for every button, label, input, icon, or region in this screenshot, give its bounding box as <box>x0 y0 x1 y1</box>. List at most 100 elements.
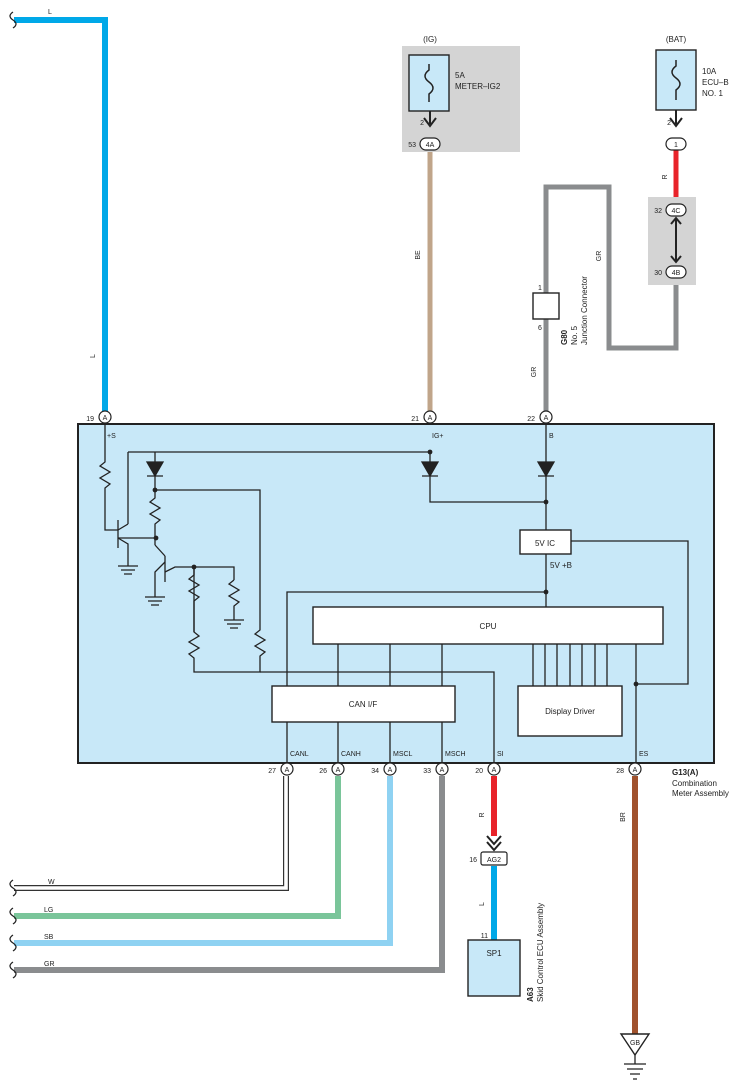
skid-ecu-box <box>467 939 521 997</box>
ground-lines-icon <box>624 1055 646 1080</box>
ag2-arrow-icon <box>486 835 502 852</box>
connector-ag2-label: AG2 <box>487 857 501 864</box>
ic-block-label: 5V IC <box>535 539 555 548</box>
g80-name2: Junction Connector <box>580 276 589 345</box>
bat-fuse-name1: ECU–B <box>702 78 729 87</box>
meter-internal-circuit <box>98 423 689 763</box>
wire-label-sb: SB <box>44 934 54 941</box>
connector-4c-label: 4C <box>672 208 681 215</box>
g80-name1: No. 5 <box>570 325 579 345</box>
display-driver-block <box>517 685 623 737</box>
svg-text:+S: +S <box>107 433 116 440</box>
cpu-block-label: CPU <box>480 622 497 631</box>
svg-text:A: A <box>492 767 497 774</box>
ig-connector-4a <box>419 137 441 151</box>
cpu-block <box>312 606 664 645</box>
wire-label-r-top: R <box>662 174 669 179</box>
svg-text:27: 27 <box>268 768 276 775</box>
g80-connector <box>532 292 560 320</box>
svg-text:20: 20 <box>475 768 483 775</box>
meter-bottom-pin-28: 28 A <box>616 762 642 776</box>
meter-name-2: Meter Assembly <box>672 789 729 798</box>
svg-text:A: A <box>285 767 290 774</box>
svg-text:28: 28 <box>616 768 624 775</box>
signal-es: ES <box>639 751 649 758</box>
display-driver-label: Display Driver <box>545 707 595 716</box>
ic-block <box>519 529 572 555</box>
bat-fuse-icon <box>671 60 681 100</box>
wire-label-gr-down: GR <box>531 367 538 378</box>
connector-4b-pin: 30 <box>654 270 662 277</box>
connector-4c <box>665 203 687 217</box>
ig-connector-pin: 53 <box>408 142 416 149</box>
wire-l-top <box>14 17 108 411</box>
bat-fuse-rating: 10A <box>702 67 717 76</box>
bat-arrow-icon <box>669 110 683 128</box>
ig-fuse-box <box>408 54 450 112</box>
g80-pin-bottom: 6 <box>538 325 542 332</box>
svg-text:33: 33 <box>423 768 431 775</box>
svg-text:34: 34 <box>371 768 379 775</box>
skid-name: Skid Control ECU Assembly <box>536 903 545 1002</box>
meter-bottom-pin-34: 34 A <box>371 762 397 776</box>
meter-top-pin-21: 21 A IG+ <box>411 410 443 440</box>
wire-w-outline <box>14 776 289 891</box>
junction-dots <box>152 449 639 687</box>
signal-mscl: MSCL <box>393 751 413 758</box>
ig-supply-label: (IG) <box>423 35 437 44</box>
connector-ag2-pin: 16 <box>469 857 477 864</box>
can-block-label: CAN I/F <box>349 700 378 709</box>
g80-pin-top: 1 <box>538 285 542 292</box>
svg-text:A: A <box>428 415 433 422</box>
can-block <box>271 685 456 723</box>
signal-canl: CANL <box>290 751 309 758</box>
svg-text:IG+: IG+ <box>432 433 443 440</box>
svg-text:26: 26 <box>319 768 327 775</box>
wire-label-w: W <box>48 879 55 886</box>
bat-connector-label: 1 <box>674 142 678 149</box>
svg-text:21: 21 <box>411 416 419 423</box>
svg-text:A: A <box>336 767 341 774</box>
signal-si: SI <box>497 751 504 758</box>
wire-sb <box>14 776 393 946</box>
wire-break-marks <box>9 11 17 979</box>
meter-bottom-pin-20: 20 A <box>475 762 501 776</box>
bat-connector-1 <box>665 137 687 151</box>
g80-code: G80 <box>560 329 569 345</box>
ig-connector-label: 4A <box>426 142 435 149</box>
diode-icon-3 <box>536 461 556 478</box>
wire-label-lg: LG <box>44 907 53 914</box>
diode-icon-2 <box>420 461 440 478</box>
junction-arrows-icon <box>670 216 682 264</box>
wire-w <box>14 776 288 890</box>
connector-4c-pin: 32 <box>654 208 662 215</box>
wire-label-r-low: R <box>479 812 486 817</box>
svg-text:A: A <box>388 767 393 774</box>
wire-label-l-side: L <box>90 354 97 358</box>
meter-code: G13(A) <box>672 768 699 777</box>
ig-fuse-name: METER–IG2 <box>455 82 501 91</box>
svg-text:22: 22 <box>527 416 535 423</box>
svg-text:A: A <box>103 415 108 422</box>
skid-sp1-label: SP1 <box>486 949 502 958</box>
signal-canh: CANH <box>341 751 361 758</box>
bat-fuse-name2: NO. 1 <box>702 89 723 98</box>
ig-fuse-rating: 5A <box>455 71 465 80</box>
svg-text:19: 19 <box>86 416 94 423</box>
bat-supply-label: (BAT) <box>666 35 687 44</box>
signal-msch: MSCH <box>445 751 466 758</box>
svg-text:A: A <box>544 415 549 422</box>
wire-gr-bottom <box>14 776 445 973</box>
connector-4b-label: 4B <box>672 270 681 277</box>
svg-text:B: B <box>549 433 554 440</box>
meter-name-1: Combination <box>672 779 717 788</box>
wire-label-l-top: L <box>48 9 52 16</box>
ground-gb-icon <box>619 1033 651 1057</box>
ig-fuse-pin: 2 <box>420 120 424 127</box>
ic-output-label: 5V +B <box>550 561 572 570</box>
wire-label-l-low: L <box>479 902 486 906</box>
skid-code: A63 <box>526 987 535 1002</box>
bat-fuse-pin: 2 <box>667 120 671 127</box>
svg-text:A: A <box>440 767 445 774</box>
wire-gr-loop <box>543 184 679 351</box>
